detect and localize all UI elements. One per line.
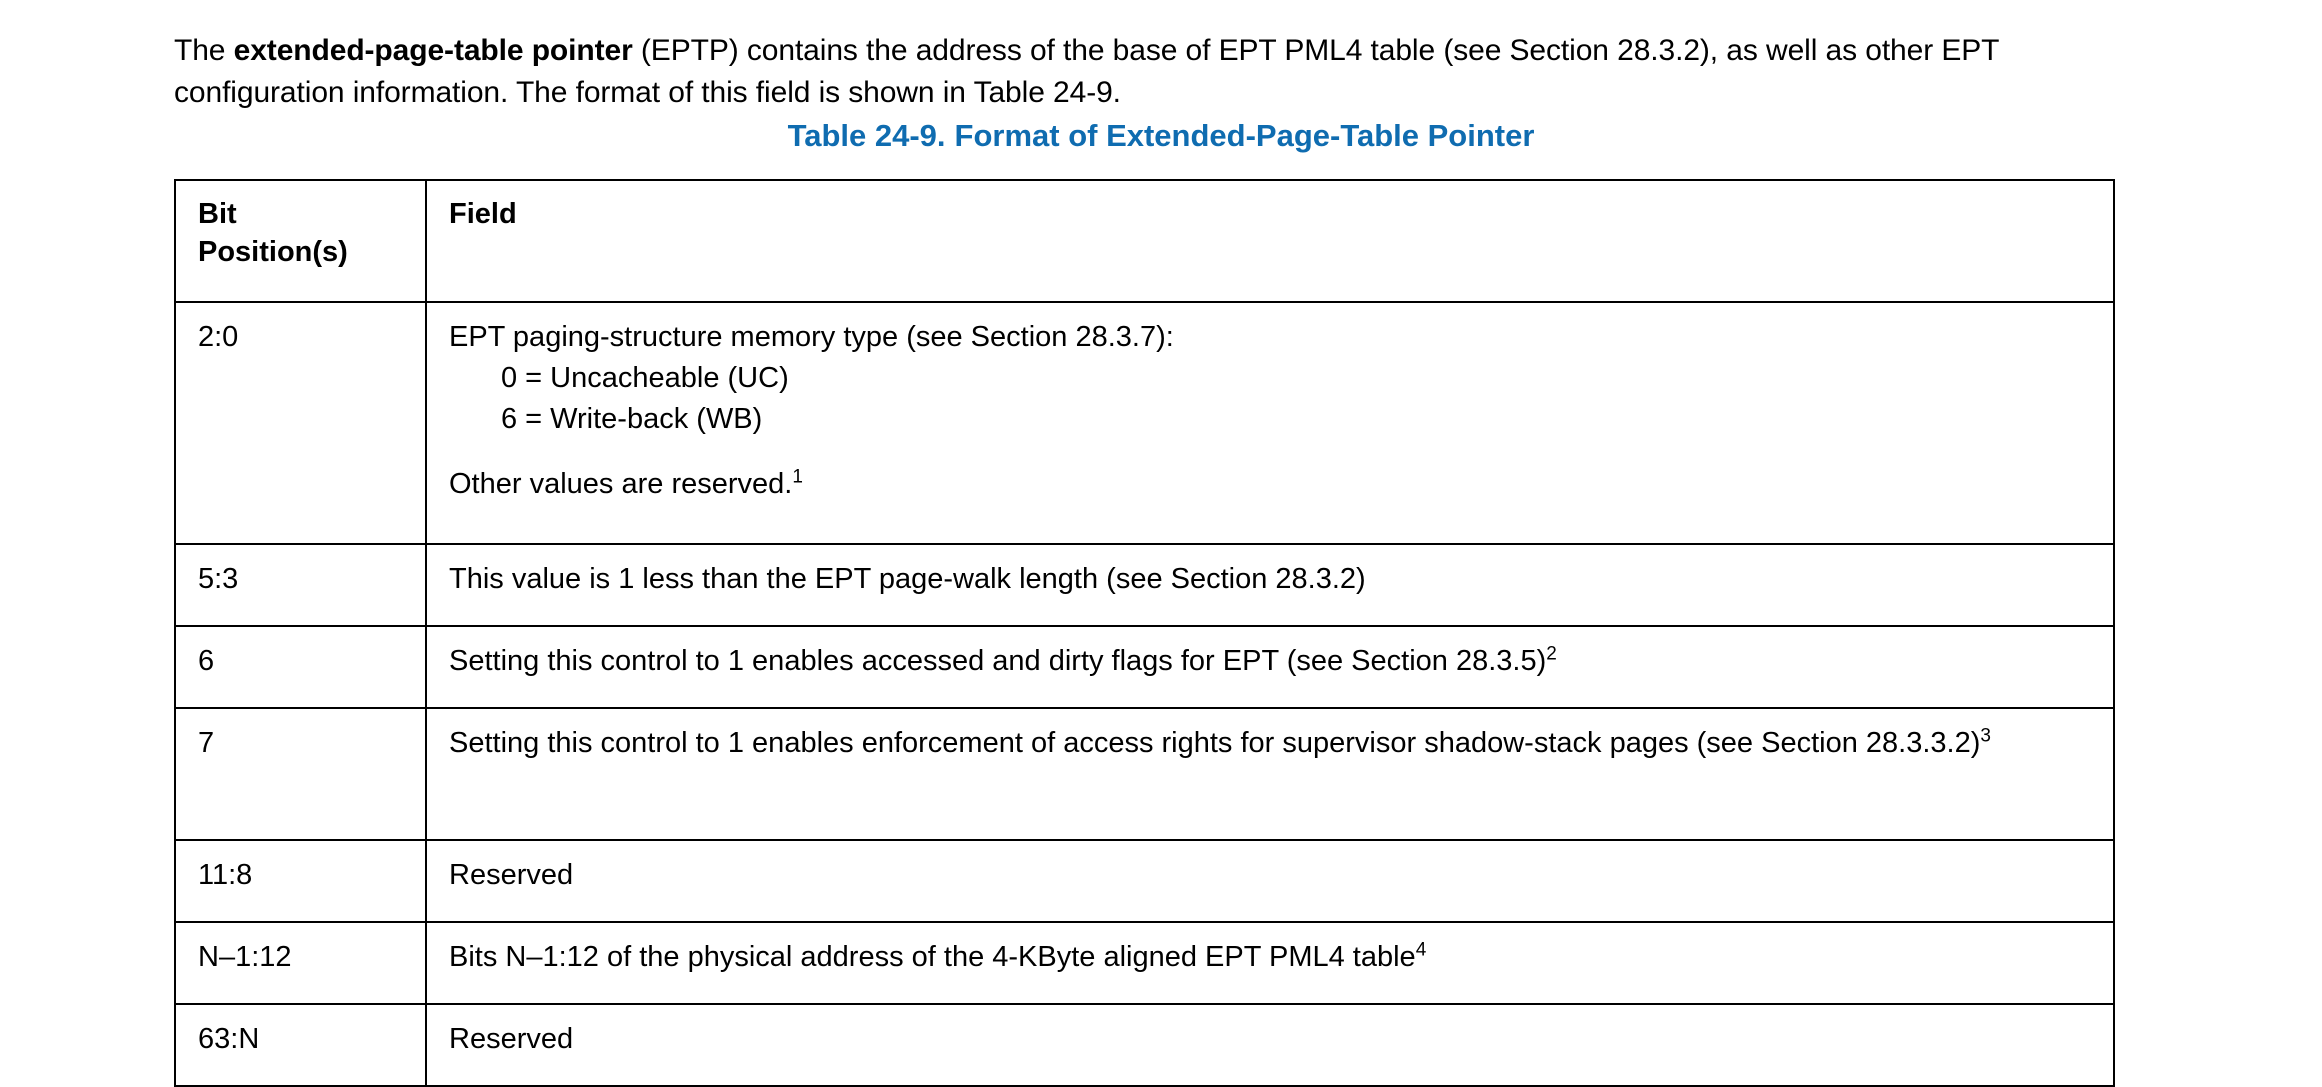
field-text: This value is 1 less than the EPT page-w… bbox=[449, 563, 1366, 595]
field-intro-text: EPT paging-structure memory type (see Se… bbox=[449, 321, 1174, 353]
table-row: 63:N Reserved bbox=[174, 1003, 2115, 1087]
cell-bit-position: 5:3 bbox=[174, 543, 427, 627]
column-header-bit-line2: Position(s) bbox=[198, 236, 348, 268]
document-page: The extended-page-table pointer (EPTP) c… bbox=[0, 30, 2322, 1087]
field-option-item: 6 = Write-back (WB) bbox=[501, 403, 763, 435]
cell-field-description: Setting this control to 1 enables access… bbox=[425, 625, 2115, 709]
intro-paragraph: The extended-page-table pointer (EPTP) c… bbox=[174, 30, 2074, 114]
field-spacer bbox=[449, 440, 2113, 464]
cell-bit-position: 11:8 bbox=[174, 839, 427, 923]
table-row: 6 Setting this control to 1 enables acce… bbox=[174, 625, 2115, 709]
cell-field-description: This value is 1 less than the EPT page-w… bbox=[425, 543, 2115, 627]
cell-field-description: Reserved bbox=[425, 1003, 2115, 1087]
intro-bold-term: extended-page-table pointer bbox=[233, 34, 633, 67]
table-caption-title: Format of Extended-Page-Table Pointer bbox=[954, 118, 1535, 153]
field-text: Setting this control to 1 enables access… bbox=[449, 645, 1547, 677]
cell-field-description: Bits N–1:12 of the physical address of t… bbox=[425, 921, 2115, 1005]
table-caption-number: Table 24-9. bbox=[787, 118, 946, 153]
table-row: 5:3 This value is 1 less than the EPT pa… bbox=[174, 543, 2115, 627]
field-option-list: 0 = Uncacheable (UC) 6 = Write-back (WB) bbox=[449, 358, 2113, 440]
cell-bit-position: N–1:12 bbox=[174, 921, 427, 1005]
cell-bit-position: 6 bbox=[174, 625, 427, 709]
cell-field-description: EPT paging-structure memory type (see Se… bbox=[425, 301, 2115, 545]
cell-bit-position: 7 bbox=[174, 707, 427, 841]
footnote-marker: 2 bbox=[1546, 643, 1557, 665]
table-row: N–1:12 Bits N–1:12 of the physical addre… bbox=[174, 921, 2115, 1005]
column-header-field: Field bbox=[425, 179, 2115, 303]
intro-text-before-bold: The bbox=[174, 34, 234, 67]
field-text: Reserved bbox=[449, 1023, 574, 1055]
field-option-item: 0 = Uncacheable (UC) bbox=[501, 362, 789, 394]
cell-bit-position: 63:N bbox=[174, 1003, 427, 1087]
intro-text-after-bold: (EPTP) contains the address of the base … bbox=[174, 34, 1999, 109]
cell-bit-position: 2:0 bbox=[174, 301, 427, 545]
field-outro-label: Other values are reserved. bbox=[449, 468, 793, 500]
footnote-marker: 1 bbox=[792, 466, 803, 488]
field-outro-text: Other values are reserved.1 bbox=[449, 464, 2113, 505]
table-row: 7 Setting this control to 1 enables enfo… bbox=[174, 707, 2115, 841]
footnote-marker: 4 bbox=[1415, 939, 1427, 961]
table-body: 2:0 EPT paging-structure memory type (se… bbox=[174, 301, 2115, 1087]
table-caption: Table 24-9. Format of Extended-Page-Tabl… bbox=[0, 118, 2322, 154]
table-row: 11:8 Reserved bbox=[174, 839, 2115, 923]
column-header-bit-line1: Bit bbox=[198, 198, 237, 230]
footnote-marker: 3 bbox=[1980, 725, 1991, 747]
field-text: Setting this control to 1 enables enforc… bbox=[449, 727, 1981, 759]
cell-field-description: Reserved bbox=[425, 839, 2115, 923]
field-text: Bits N–1:12 of the physical address of t… bbox=[449, 941, 1416, 973]
cell-field-description: Setting this control to 1 enables enforc… bbox=[425, 707, 2115, 841]
table-row: 2:0 EPT paging-structure memory type (se… bbox=[174, 301, 2115, 545]
field-text: Reserved bbox=[449, 859, 574, 891]
